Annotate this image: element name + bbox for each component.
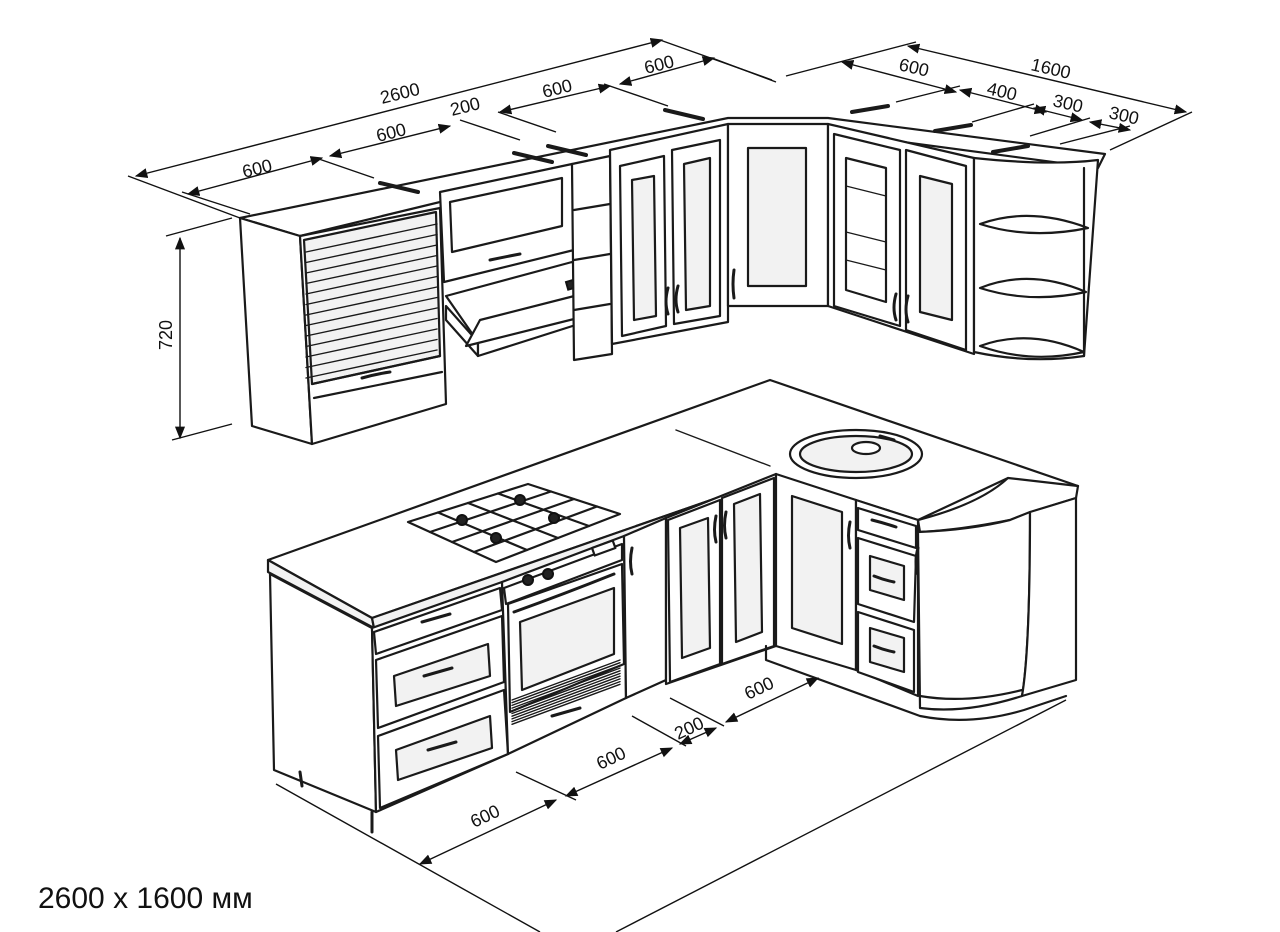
hob-grid-bar	[496, 492, 591, 528]
dim-label-600: 600	[897, 54, 931, 80]
dim-label-400: 400	[985, 78, 1019, 104]
shutter-slat	[305, 349, 438, 379]
oven-vent-slot	[511, 683, 621, 725]
shutter-slat	[305, 296, 438, 327]
narrow-door-cabinet	[622, 516, 668, 700]
oven-vent-slot	[511, 672, 621, 715]
oven-vent-slot	[511, 664, 621, 707]
shutter-slat	[305, 307, 438, 337]
upper-round-shelves	[972, 156, 1100, 361]
shutter-slat	[305, 254, 438, 285]
hood-cabinet	[438, 154, 614, 362]
drain-icon	[850, 440, 882, 456]
shutter-slat	[305, 233, 438, 264]
upper-cabinets	[238, 104, 1107, 446]
burner-icon	[490, 532, 502, 544]
upper-corner-cabinet	[726, 122, 830, 308]
dim-label-720: 720	[156, 320, 176, 350]
shutter-slat	[305, 244, 438, 274]
oven-vent-slot	[511, 670, 621, 712]
dim-label-600: 600	[374, 119, 408, 146]
dim-label-600: 600	[540, 75, 574, 102]
upper-right-cabinet	[826, 122, 976, 356]
dim-label-600: 600	[642, 51, 676, 78]
oven-knob-icon	[542, 568, 554, 580]
dim-label-300: 300	[1051, 90, 1085, 116]
burner-icon	[456, 514, 468, 526]
burner-icon	[548, 512, 560, 524]
shutter-slat	[305, 328, 438, 358]
hob-grid	[428, 490, 599, 554]
dim-label-600: 600	[240, 155, 274, 182]
dim-label-1600: 1600	[1029, 54, 1073, 82]
hob-grid-bar	[472, 505, 599, 554]
burner-icon	[514, 494, 526, 506]
oven-vent-slot	[511, 678, 621, 720]
dim-1600-line	[906, 43, 1188, 115]
dim-label-600: 600	[741, 673, 777, 704]
oven-vent-slot	[511, 680, 621, 723]
dim-label-200: 200	[671, 713, 707, 744]
dim-label-300: 300	[1107, 102, 1141, 128]
size-caption: 2600 x 1600 мм	[38, 882, 253, 915]
shutter-slat	[305, 265, 438, 295]
shutter-slat	[305, 275, 438, 306]
lower-double-door-cabinet	[664, 472, 778, 686]
dimension-labels: 2600 600 600 200 600 600 1600 600 400 30…	[156, 51, 1141, 831]
roller-shutter-cabinet	[238, 206, 448, 446]
dim-label-600: 600	[593, 743, 629, 774]
gas-hob	[406, 482, 622, 564]
lower-right-cabinet	[774, 472, 920, 698]
oven-vent-slot	[511, 675, 621, 717]
shutter-slat	[305, 223, 438, 253]
dim-2600-line	[134, 37, 664, 179]
shutter-slat	[305, 338, 438, 369]
hob-grid-bar	[450, 497, 576, 544]
oven-vent-slot	[511, 667, 621, 709]
oven-vents	[511, 659, 621, 725]
oven	[500, 534, 628, 756]
dim-label-200: 200	[448, 93, 482, 120]
oven-display-icon	[590, 539, 617, 557]
dimension-lines	[127, 37, 1193, 932]
shutter-slat	[305, 317, 438, 348]
shutter-slat	[305, 286, 438, 316]
plinth	[764, 644, 1068, 721]
upper-double-door-cabinet	[608, 122, 730, 346]
oven-knob-icon	[522, 574, 534, 586]
lower-cabinets	[266, 378, 1080, 834]
shutter-slats	[305, 223, 438, 379]
sink	[788, 428, 924, 480]
oven-vent-slot	[511, 662, 621, 704]
lower-round-cabinet	[914, 496, 1078, 711]
oven-vent-slot	[511, 659, 621, 701]
